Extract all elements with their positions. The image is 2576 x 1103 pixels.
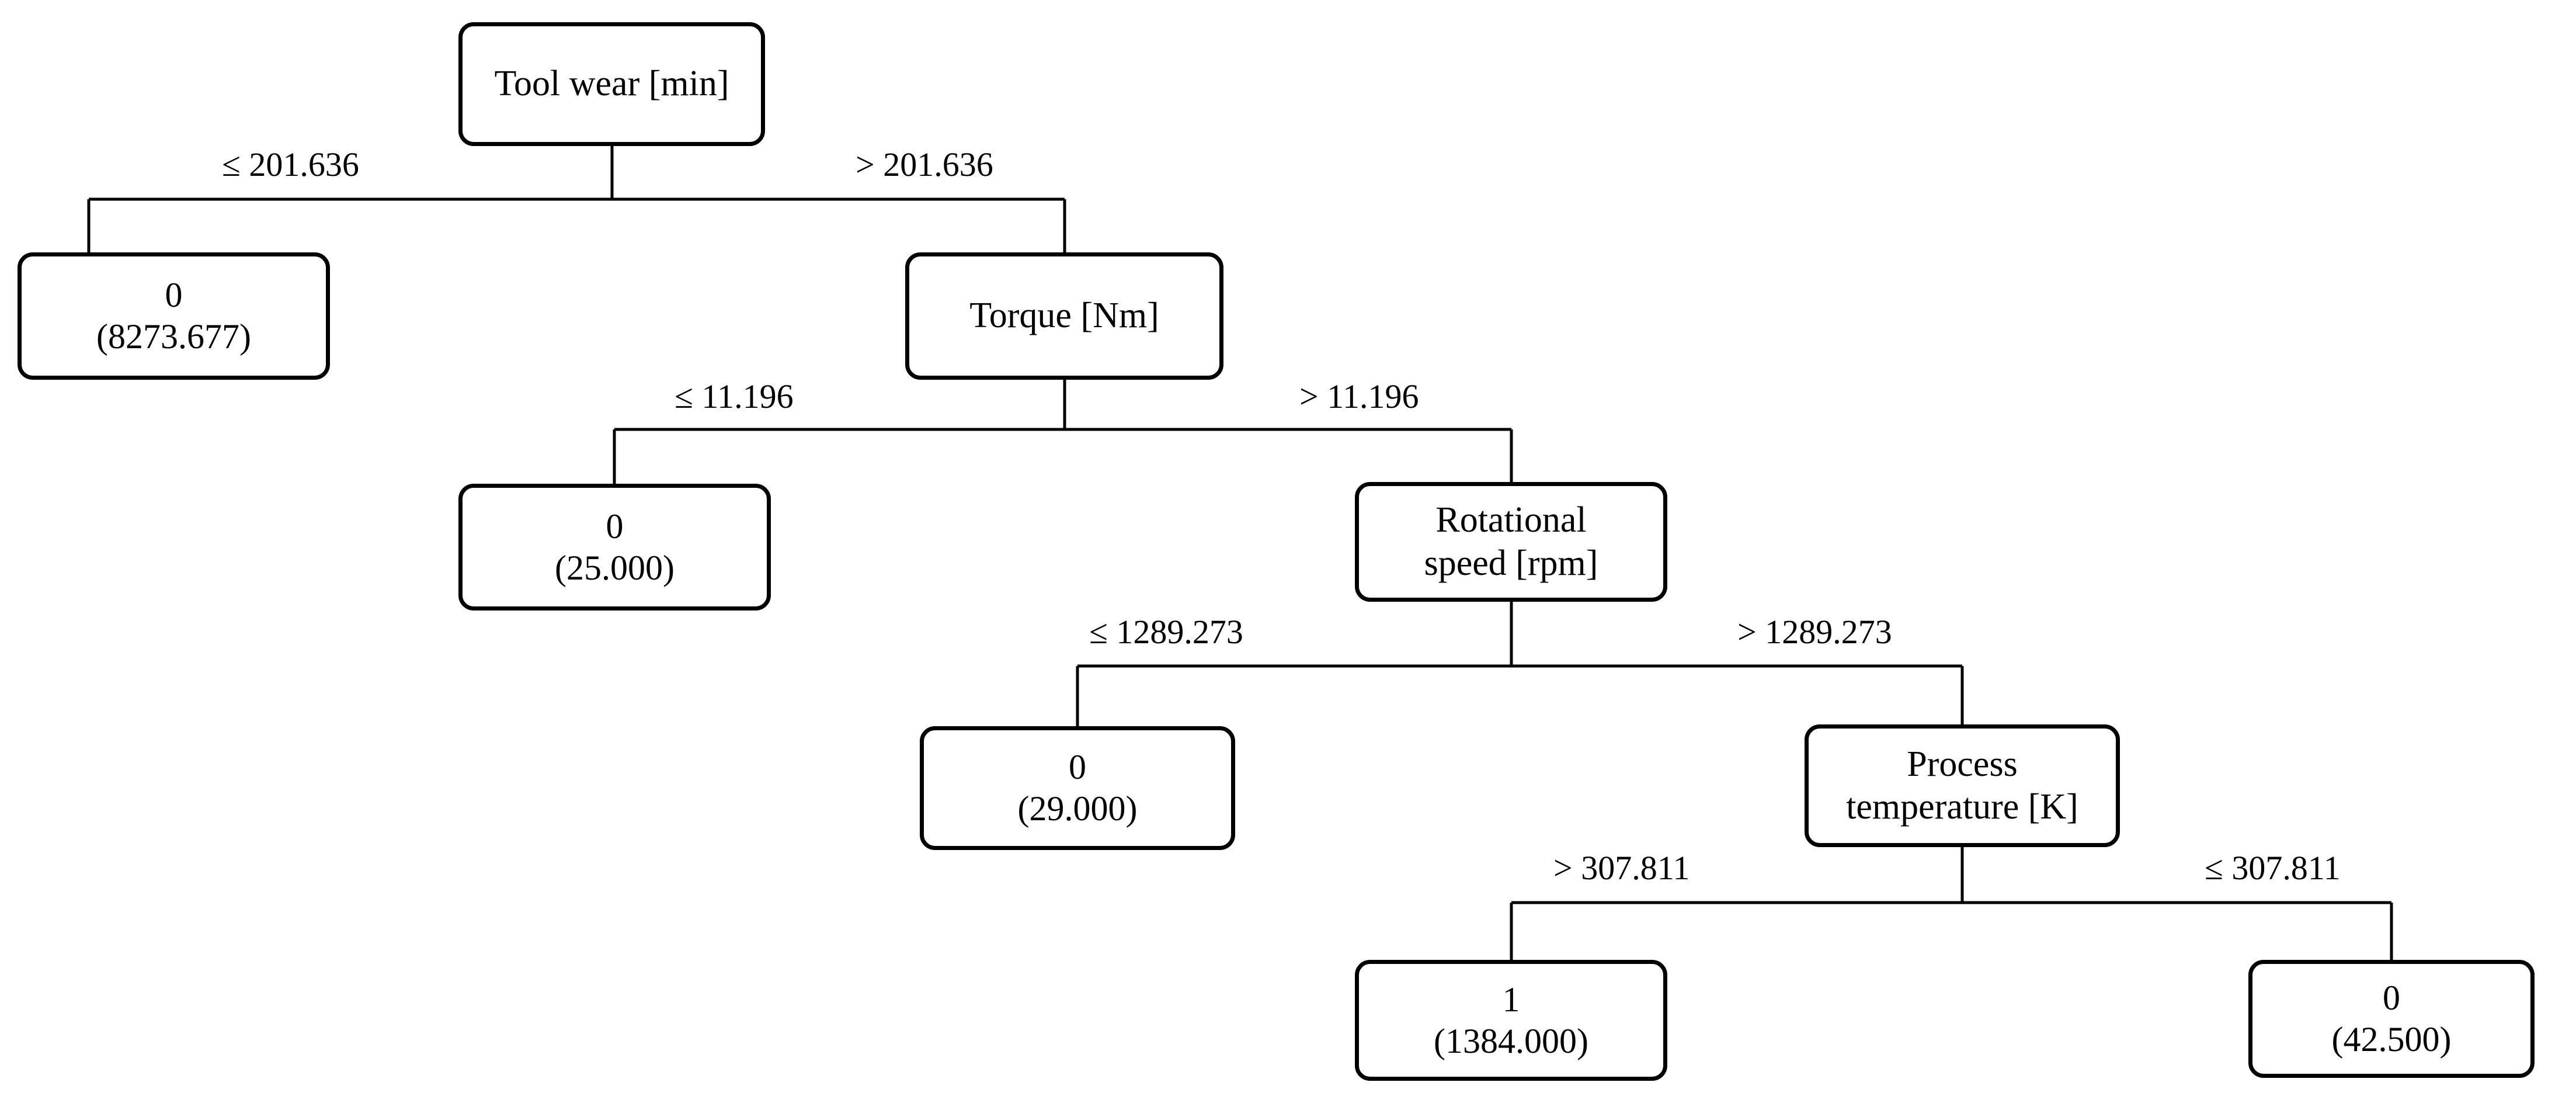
edge-label-tool-wear-right: > 201.636 xyxy=(856,145,993,183)
node-torque[interactable]: Torque [Nm] xyxy=(905,252,1223,380)
node-rotational-speed[interactable]: Rotational speed [rpm] xyxy=(1355,482,1667,602)
node-label-line1: Process xyxy=(1907,744,2018,784)
node-label-line1: Torque [Nm] xyxy=(969,296,1159,336)
edge-label-process-temperature-left: > 307.811 xyxy=(1553,849,1690,887)
node-label-line2: (29.000) xyxy=(1017,789,1138,828)
edge-label-tool-wear-left: ≤ 201.636 xyxy=(222,145,359,183)
node-label-line2: (25.000) xyxy=(555,548,675,587)
node-label-line1: 0 xyxy=(165,276,183,315)
node-label-line1: 0 xyxy=(606,507,624,546)
node-label-line1: 1 xyxy=(1502,980,1520,1019)
edge-label-torque-left: ≤ 11.196 xyxy=(675,377,794,415)
node-leaf-25[interactable]: 0 (25.000) xyxy=(458,484,771,611)
node-leaf-1384[interactable]: 1 (1384.000) xyxy=(1355,960,1667,1081)
node-leaf-8273[interactable]: 0 (8273.677) xyxy=(18,252,330,380)
node-label-line2: speed [rpm] xyxy=(1424,543,1598,583)
node-tool-wear[interactable]: Tool wear [min] xyxy=(458,22,765,146)
node-label-line2: (1384.000) xyxy=(1434,1021,1588,1060)
node-label-line1: 0 xyxy=(1069,748,1086,787)
node-label-line2: (42.500) xyxy=(2331,1020,2452,1059)
node-leaf-29[interactable]: 0 (29.000) xyxy=(920,726,1235,850)
edge-label-process-temperature-right: ≤ 307.811 xyxy=(2205,849,2341,887)
node-label-line2: (8273.677) xyxy=(96,317,251,356)
node-process-temperature[interactable]: Process temperature [K] xyxy=(1805,724,2120,847)
node-label-line1: Rotational xyxy=(1435,500,1587,540)
node-leaf-425[interactable]: 0 (42.500) xyxy=(2248,960,2535,1078)
edge-label-rotational-speed-left: ≤ 1289.273 xyxy=(1089,613,1243,651)
node-label-line1: 0 xyxy=(2383,979,2400,1018)
node-label-line1: Tool wear [min] xyxy=(494,64,729,104)
edge-label-rotational-speed-right: > 1289.273 xyxy=(1737,613,1892,651)
edge-label-torque-right: > 11.196 xyxy=(1299,377,1419,415)
node-label-line2: temperature [K] xyxy=(1846,787,2078,827)
